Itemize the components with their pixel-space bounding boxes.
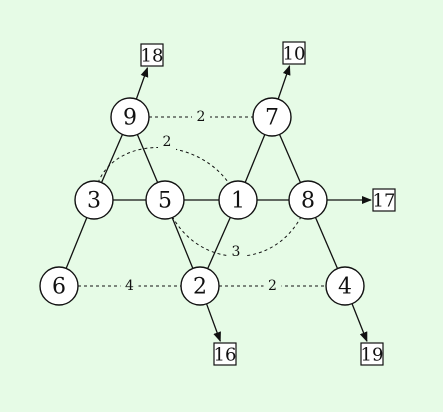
output-label: 16 [214,345,237,366]
node-6: 6 [39,266,79,306]
dashed-arc-3-1 [93,147,239,201]
edge-weight-text: 2 [197,109,206,125]
edge-weight-text: 2 [163,134,172,150]
node-label: 2 [193,275,207,300]
output-box-10: 10 [282,41,306,65]
node-5: 5 [145,180,185,220]
node-9: 9 [110,97,150,137]
edge-weight-label: 2 [263,277,282,295]
arrows-layer [135,64,372,343]
node-1: 1 [218,180,258,220]
edge-weight-label: 2 [192,108,210,126]
node-4: 4 [325,266,365,306]
edge-weight-label: 4 [120,277,139,295]
arrow-4-to-19 [351,303,368,343]
edge-weight-text: 3 [232,244,241,260]
output-box-16: 16 [213,342,237,366]
arrow-9-to-18 [135,66,149,100]
output-box-18: 18 [140,43,164,67]
edge-weight-text: 4 [125,278,134,294]
nodes-layer: 9 7 3 5 1 8 6 2 4 [39,97,365,306]
node-3: 3 [74,180,114,220]
edge-weight-label: 2 [158,133,176,151]
output-box-17: 17 [372,188,396,212]
node-label: 1 [231,189,245,214]
node-label: 4 [338,275,352,300]
output-label: 10 [283,44,306,65]
output-label: 17 [373,191,396,212]
node-2: 2 [180,266,220,306]
node-label: 6 [52,275,66,300]
edge-labels-layer: 2 4 2 2 3 [120,108,282,295]
node-label: 8 [301,189,315,214]
output-label: 18 [141,46,164,67]
edge-weight-text: 2 [268,278,277,294]
node-8: 8 [288,180,328,220]
edge-weight-label: 3 [227,243,245,261]
output-box-19: 19 [360,342,384,366]
node-7: 7 [252,97,292,137]
node-label: 5 [158,189,172,214]
node-label: 7 [265,106,279,131]
arrow-2-to-16 [205,303,221,343]
arrow-7-to-10 [277,64,291,100]
node-label: 9 [123,106,137,131]
node-label: 3 [87,189,101,214]
output-label: 19 [361,345,384,366]
